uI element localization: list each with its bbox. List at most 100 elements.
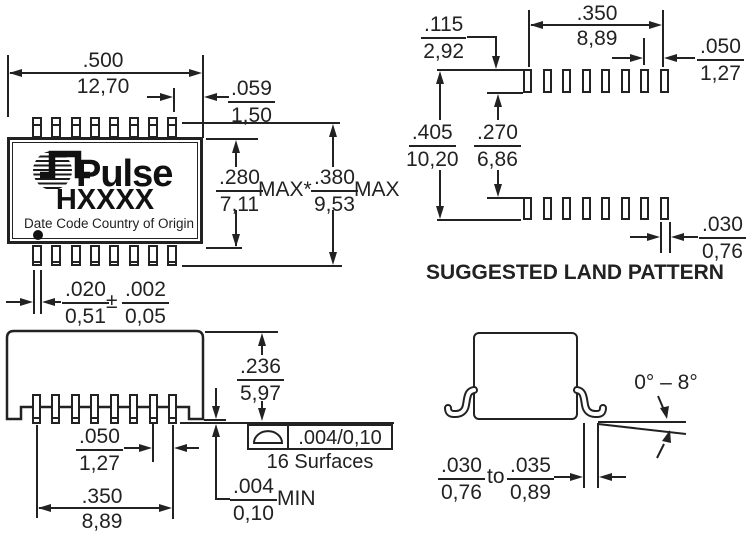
ext-line-body-top <box>206 138 258 140</box>
arrow-left-icon <box>9 69 22 77</box>
dim-overall-depth: .380 9,53 <box>311 167 358 215</box>
arrow-left-icon <box>664 54 677 62</box>
top-view-pin-top <box>129 117 139 138</box>
arrow-up-icon <box>329 124 337 137</box>
side-view-lead <box>129 394 138 424</box>
flatness-symbol-icon <box>252 430 284 444</box>
arrow-right-icon <box>570 473 583 481</box>
top-view-pin-bottom <box>109 245 119 266</box>
to-label: to <box>487 465 505 488</box>
arrow-down-icon <box>232 234 240 247</box>
land-pad-bottom <box>582 197 591 220</box>
dim-line-outer-span <box>439 170 441 206</box>
dim-line-inner-span <box>497 170 499 184</box>
land-pad-bottom <box>621 197 630 220</box>
flatness-value: .004/0,10 <box>298 427 382 449</box>
flatness-callout-frame <box>247 424 393 450</box>
top-view-pin-bottom-foot-tick <box>169 261 175 263</box>
side-view-lead-foot-tick <box>151 417 156 419</box>
land-pad-top <box>601 69 610 93</box>
dim-standoff: .004 0,10 <box>230 476 277 524</box>
side-view-lead <box>90 394 99 424</box>
arrow-right-icon <box>647 233 660 241</box>
dim-line-lead-span <box>39 507 159 509</box>
ext-line-lead-center <box>152 424 154 462</box>
dim-pitch-side: .050 1,27 <box>76 426 123 474</box>
top-view-pin-top <box>32 117 42 138</box>
top-view-pin-bottom <box>90 245 100 266</box>
ext-line-foot <box>583 423 585 488</box>
top-view-pin-bottom-foot-tick <box>34 261 40 263</box>
arrow-right-icon <box>649 21 662 29</box>
top-view-pin-top-foot-tick <box>111 124 117 126</box>
arrow-left-icon <box>42 298 55 306</box>
land-pad-bottom <box>601 197 610 220</box>
arrow-shaft <box>612 57 630 59</box>
arrow-left-icon <box>530 21 543 29</box>
dim-line-overall-depth <box>332 137 334 167</box>
plus-minus-sign: ± <box>106 290 118 313</box>
ext-line-lead-width <box>40 270 42 314</box>
arrow-shaft <box>630 236 647 238</box>
land-pad-top <box>562 69 571 93</box>
pulse-waveform-icon <box>40 150 90 179</box>
top-view-pin-top-foot-tick <box>150 124 156 126</box>
dim-inner-span: .270 6,86 <box>474 122 521 170</box>
dim-pad-pitch: .050 1,27 <box>697 36 744 84</box>
arrow-left-icon <box>671 233 684 241</box>
land-pad-bottom <box>660 197 669 220</box>
dim-line-body-depth <box>235 210 237 246</box>
side-view-lead <box>168 394 177 424</box>
arrow-left-icon <box>174 444 187 452</box>
lead-angle-label: 0° – 8° <box>634 371 698 394</box>
leader-line <box>215 437 217 499</box>
top-view-pin-top <box>109 117 119 138</box>
dim-line-height <box>261 346 263 355</box>
land-pad-bottom <box>640 197 649 220</box>
arrow-shaft <box>6 301 20 303</box>
ext-line-pad-width <box>669 222 671 253</box>
leader-line <box>495 36 497 56</box>
arrow-shaft <box>677 57 695 59</box>
end-view-leads-and-angle <box>444 386 687 459</box>
package-body-inner-line <box>12 142 198 239</box>
ext-line-pad-pitch <box>643 38 645 65</box>
leader-line <box>467 36 497 38</box>
top-view-pin-bottom <box>129 245 139 266</box>
arrow-left-icon <box>204 93 217 101</box>
part-number-text: HXXXX <box>55 184 155 216</box>
top-view-pin-bottom-foot-tick <box>131 261 137 263</box>
ext-line-pins-top <box>182 122 340 124</box>
dim-line-body-width <box>10 72 190 74</box>
flatness-frame-divider <box>287 425 289 449</box>
dim-line-outer-span <box>439 84 441 120</box>
arrow-shaft <box>215 388 217 406</box>
angle-slanted-line <box>597 423 687 435</box>
arrow-shaft <box>684 236 698 238</box>
arrow-right-icon <box>139 444 152 452</box>
ext-line-pad-row <box>662 10 664 67</box>
dim-standoff-qual: MIN <box>277 487 316 510</box>
dim-height: .236 5,97 <box>237 356 284 404</box>
arrow-right-icon <box>189 69 202 77</box>
top-view-pin-bottom <box>51 245 61 266</box>
arrow-up-icon <box>212 424 220 437</box>
country-label: Country of Origin <box>92 216 195 231</box>
arrow-shaft <box>656 443 665 459</box>
arrow-shaft <box>124 447 139 449</box>
top-view-pin-top-foot-tick <box>92 124 98 126</box>
arrow-up-icon <box>232 140 240 153</box>
land-pad-top <box>543 69 552 93</box>
ext-line-inner-span <box>487 197 523 199</box>
top-view-pin-top-foot-tick <box>53 124 59 126</box>
land-pad-top <box>621 69 630 93</box>
arrow-down-icon <box>212 406 220 419</box>
top-view-pin-bottom <box>167 245 177 266</box>
side-view-lead <box>110 394 119 424</box>
dim-lead-end: .059 1,50 <box>228 78 275 126</box>
side-view-lead-foot-tick <box>34 417 39 419</box>
arrow-down-icon <box>492 56 500 69</box>
arrow-shaft <box>187 447 199 449</box>
ext-line-inner-span <box>487 92 523 94</box>
